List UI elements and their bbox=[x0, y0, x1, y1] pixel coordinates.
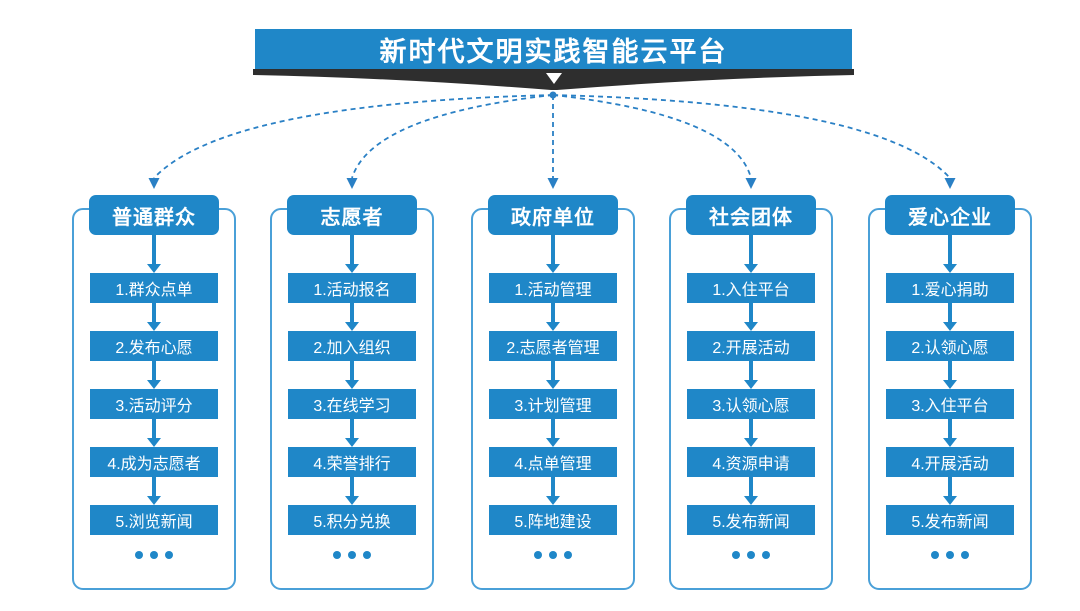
step-box: 1.爱心捐助 bbox=[886, 273, 1014, 303]
ellipsis-dots bbox=[135, 551, 173, 559]
connector-to-col1 bbox=[153, 94, 554, 179]
step-box: 2.开展活动 bbox=[687, 331, 815, 361]
down-arrow-icon bbox=[943, 477, 957, 505]
column-header: 志愿者 bbox=[287, 195, 417, 235]
column-social-group: 社会团体 1.入住平台 2.开展活动 3.认领心愿 4.资源申请 5.发布新闻 bbox=[669, 195, 833, 590]
connector-to-col2 bbox=[351, 94, 554, 179]
down-arrow-icon bbox=[147, 361, 161, 389]
step-box: 1.群众点单 bbox=[90, 273, 218, 303]
ellipsis-dots bbox=[732, 551, 770, 559]
arrowhead-col4 bbox=[745, 178, 757, 189]
step-box: 5.积分兑换 bbox=[288, 505, 416, 535]
step-box: 3.入住平台 bbox=[886, 389, 1014, 419]
down-arrow-icon bbox=[345, 235, 359, 273]
connector-origin-dot bbox=[549, 91, 557, 99]
down-arrow-icon bbox=[546, 361, 560, 389]
step-box: 2.加入组织 bbox=[288, 331, 416, 361]
down-arrow-icon bbox=[546, 73, 562, 84]
down-arrow-icon bbox=[744, 419, 758, 447]
down-arrow-icon bbox=[147, 477, 161, 505]
down-arrow-icon bbox=[345, 303, 359, 331]
ellipsis-dots bbox=[931, 551, 969, 559]
column-government-unit: 政府单位 1.活动管理 2.志愿者管理 3.计划管理 4.点单管理 5.阵地建设 bbox=[471, 195, 635, 590]
step-box: 3.认领心愿 bbox=[687, 389, 815, 419]
column-header: 爱心企业 bbox=[885, 195, 1015, 235]
down-arrow-icon bbox=[943, 361, 957, 389]
arrowhead-col1 bbox=[148, 178, 160, 189]
step-box: 2.发布心愿 bbox=[90, 331, 218, 361]
step-box: 3.活动评分 bbox=[90, 389, 218, 419]
down-arrow-icon bbox=[546, 235, 560, 273]
step-box: 4.荣誉排行 bbox=[288, 447, 416, 477]
down-arrow-icon bbox=[943, 303, 957, 331]
down-arrow-icon bbox=[744, 477, 758, 505]
down-arrow-icon bbox=[943, 419, 957, 447]
platform-title: 新时代文明实践智能云平台 bbox=[379, 36, 728, 67]
ellipsis-dots bbox=[534, 551, 572, 559]
banner-ribbon bbox=[253, 69, 854, 90]
step-box: 1.活动报名 bbox=[288, 273, 416, 303]
down-arrow-icon bbox=[546, 419, 560, 447]
column-header: 普通群众 bbox=[89, 195, 219, 235]
down-arrow-icon bbox=[943, 235, 957, 273]
down-arrow-icon bbox=[546, 303, 560, 331]
down-arrow-icon bbox=[546, 477, 560, 505]
step-box: 4.资源申请 bbox=[687, 447, 815, 477]
down-arrow-icon bbox=[345, 361, 359, 389]
arrowhead-col2 bbox=[346, 178, 358, 189]
step-box: 5.浏览新闻 bbox=[90, 505, 218, 535]
step-box: 5.发布新闻 bbox=[687, 505, 815, 535]
step-box: 5.阵地建设 bbox=[489, 505, 617, 535]
step-box: 2.志愿者管理 bbox=[489, 331, 617, 361]
down-arrow-icon bbox=[345, 419, 359, 447]
arrowhead-col3 bbox=[547, 178, 559, 189]
down-arrow-icon bbox=[147, 303, 161, 331]
step-box: 5.发布新闻 bbox=[886, 505, 1014, 535]
arrowhead-col5 bbox=[944, 178, 956, 189]
step-box: 3.计划管理 bbox=[489, 389, 617, 419]
column-header: 社会团体 bbox=[686, 195, 816, 235]
column-caring-enterprise: 爱心企业 1.爱心捐助 2.认领心愿 3.入住平台 4.开展活动 5.发布新闻 bbox=[868, 195, 1032, 590]
platform-title-banner: 新时代文明实践智能云平台 bbox=[255, 29, 852, 69]
step-box: 1.入住平台 bbox=[687, 273, 815, 303]
connector-to-col4 bbox=[552, 94, 752, 179]
ellipsis-dots bbox=[333, 551, 371, 559]
step-box: 4.点单管理 bbox=[489, 447, 617, 477]
down-arrow-icon bbox=[345, 477, 359, 505]
step-box: 4.开展活动 bbox=[886, 447, 1014, 477]
down-arrow-icon bbox=[744, 235, 758, 273]
column-volunteer: 志愿者 1.活动报名 2.加入组织 3.在线学习 4.荣誉排行 5.积分兑换 bbox=[270, 195, 434, 590]
connector-lines bbox=[148, 91, 956, 189]
step-box: 2.认领心愿 bbox=[886, 331, 1014, 361]
connector-to-col5 bbox=[552, 94, 951, 179]
step-box: 4.成为志愿者 bbox=[90, 447, 218, 477]
column-header: 政府单位 bbox=[488, 195, 618, 235]
down-arrow-icon bbox=[744, 303, 758, 331]
column-ordinary-public: 普通群众 1.群众点单 2.发布心愿 3.活动评分 4.成为志愿者 5.浏览新闻 bbox=[72, 195, 236, 590]
step-box: 1.活动管理 bbox=[489, 273, 617, 303]
down-arrow-icon bbox=[147, 235, 161, 273]
step-box: 3.在线学习 bbox=[288, 389, 416, 419]
down-arrow-icon bbox=[744, 361, 758, 389]
down-arrow-icon bbox=[147, 419, 161, 447]
